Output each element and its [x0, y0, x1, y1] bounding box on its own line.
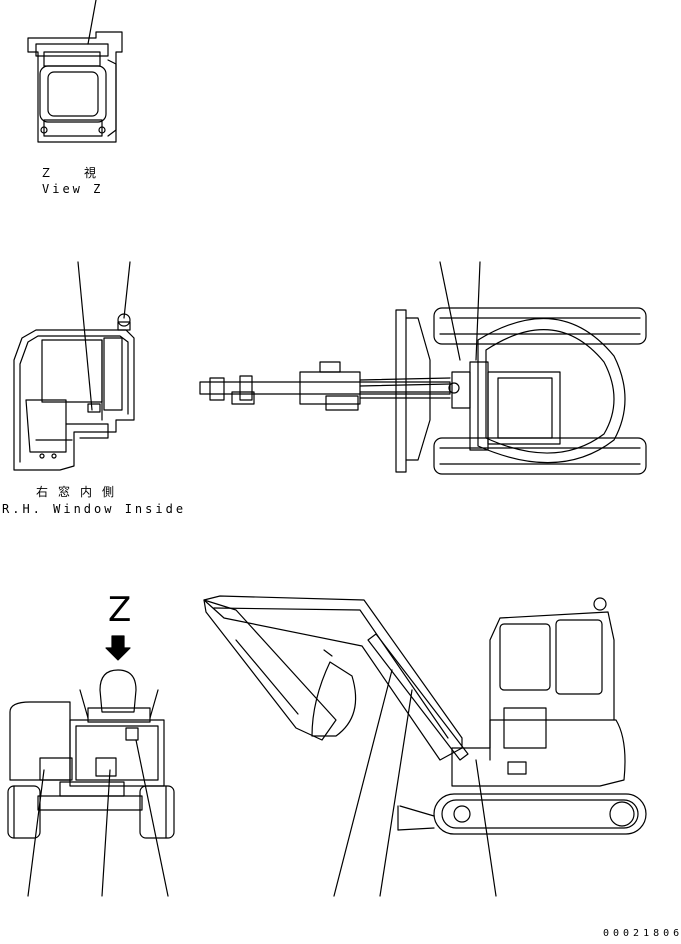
rh-window-label-en: R.H. Window Inside	[2, 502, 187, 516]
rh-window-label-jp: 右窓内側	[36, 485, 125, 499]
view-z-label-en: View Z	[42, 182, 104, 196]
top-view-drawing	[199, 261, 647, 475]
rh-window-drawing	[13, 261, 135, 471]
view-arrow-icon	[105, 635, 131, 661]
view-z-label-jp: Ｚ 視	[40, 166, 107, 180]
view-z-drawing	[27, 0, 123, 143]
rear-view-drawing	[7, 635, 175, 897]
document-number: 00021806	[603, 928, 681, 939]
side-view-drawing	[203, 595, 647, 897]
view-z-letter: Z	[108, 590, 132, 630]
